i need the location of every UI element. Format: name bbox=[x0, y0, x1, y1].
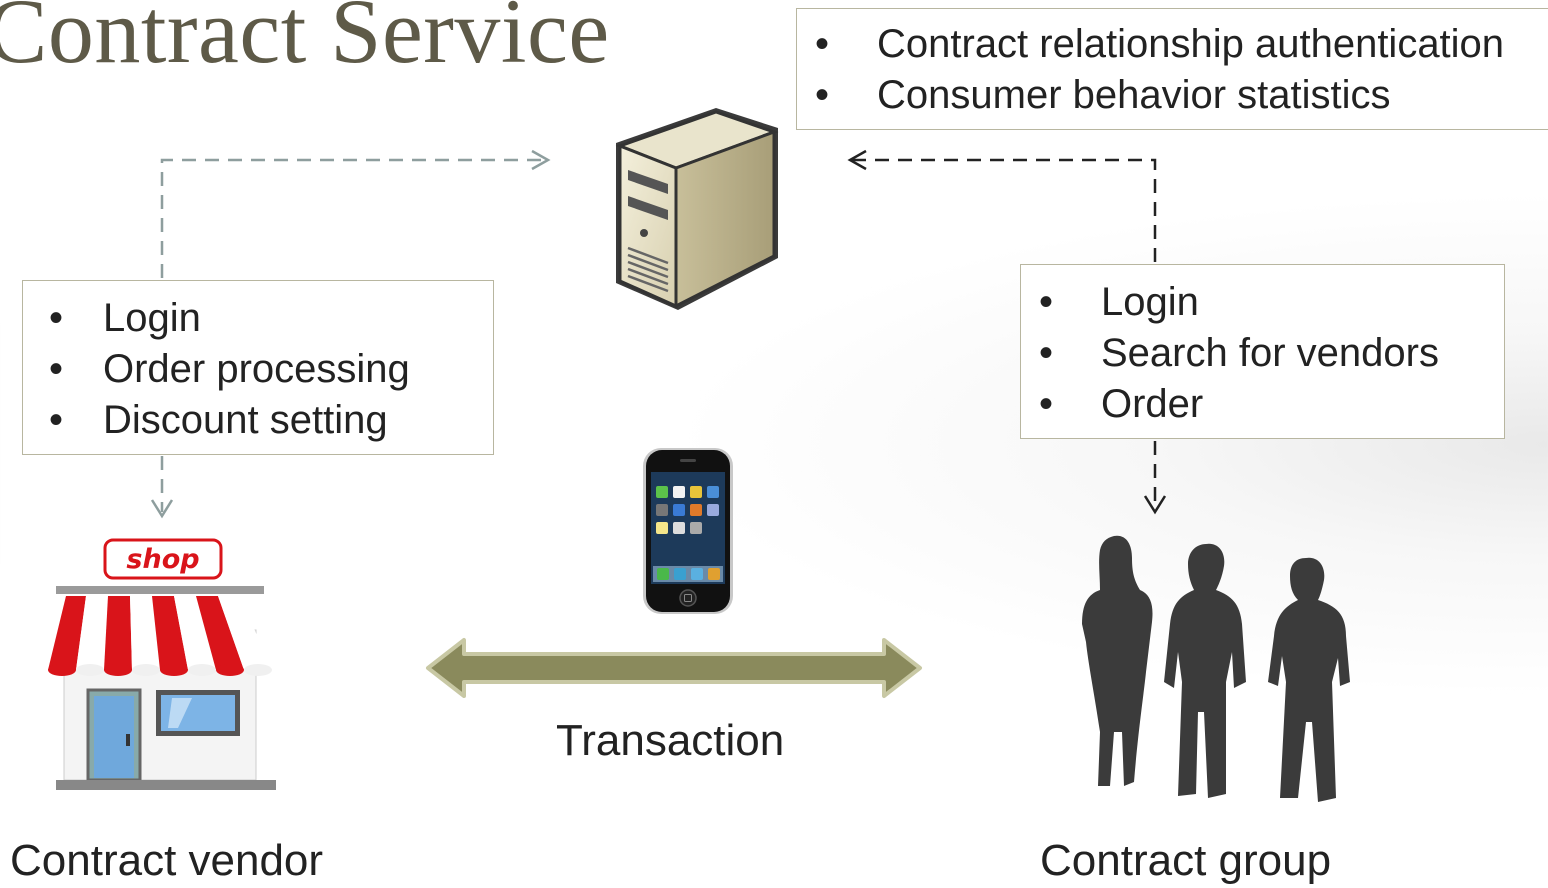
vendor-function-item: Discount setting bbox=[23, 395, 493, 446]
group-function-item: Order bbox=[1021, 379, 1504, 430]
vendor-server-connector bbox=[160, 158, 545, 512]
group-arrowheads bbox=[847, 149, 1167, 515]
vendor-function-item: Login bbox=[23, 293, 493, 344]
server-function-item: Consumer behavior statistics bbox=[797, 70, 1548, 121]
transaction-label: Transaction bbox=[556, 716, 785, 765]
vendor-arrowheads bbox=[150, 149, 551, 519]
smartphone-icon bbox=[643, 448, 733, 614]
vendor-functions-box: Login Order processing Discount setting bbox=[22, 280, 494, 455]
people-group-icon bbox=[1082, 535, 1350, 802]
group-function-item: Search for vendors bbox=[1021, 328, 1504, 379]
vendor-label: Contract vendor bbox=[10, 836, 324, 885]
transaction-double-arrow bbox=[426, 638, 922, 698]
server-functions-box: Contract relationship authentication Con… bbox=[796, 8, 1548, 130]
vendor-function-item: Order processing bbox=[23, 344, 493, 395]
server-icon bbox=[615, 108, 779, 310]
group-function-item: Login bbox=[1021, 277, 1504, 328]
shop-icon: shop bbox=[48, 538, 276, 790]
page-title: Contract Service bbox=[0, 0, 610, 82]
group-label: Contract group bbox=[1040, 836, 1332, 885]
group-functions-box: Login Search for vendors Order bbox=[1020, 264, 1505, 439]
shop-sign-text: shop bbox=[126, 544, 199, 575]
group-server-connector bbox=[852, 158, 1157, 506]
server-function-item: Contract relationship authentication bbox=[797, 19, 1548, 70]
